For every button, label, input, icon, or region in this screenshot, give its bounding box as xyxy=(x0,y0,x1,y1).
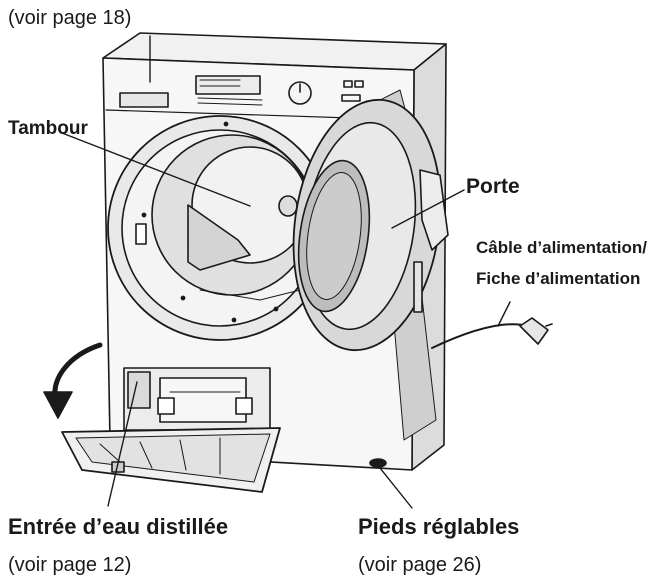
top-page-reference: (voir page 18) xyxy=(8,7,132,29)
panel-buttons xyxy=(343,80,353,88)
label-water-inlet: Entrée d’eau distillée xyxy=(8,514,229,539)
leader-inlet xyxy=(107,381,138,507)
leader-feet xyxy=(379,467,413,509)
label-door: Porte xyxy=(466,175,520,198)
feet-page-reference: (voir page 26) xyxy=(358,554,482,576)
leader-door xyxy=(391,189,465,229)
leader-cable xyxy=(497,301,511,327)
foot-right xyxy=(369,458,387,468)
detergent-drawer xyxy=(119,92,169,108)
power-plug xyxy=(519,317,549,345)
power-cable xyxy=(431,323,529,349)
water-inlet-page-reference: (voir page 12) xyxy=(8,554,132,576)
label-power-plug: Fiche d’alimentation xyxy=(476,269,641,288)
label-power-cable: Câble d’alimentation/ xyxy=(476,238,647,257)
leader-drum xyxy=(61,132,251,207)
label-adjustable-feet: Pieds réglables xyxy=(358,514,520,539)
program-knob xyxy=(288,81,312,105)
label-drum: Tambour xyxy=(8,118,88,139)
display-panel xyxy=(195,75,261,95)
